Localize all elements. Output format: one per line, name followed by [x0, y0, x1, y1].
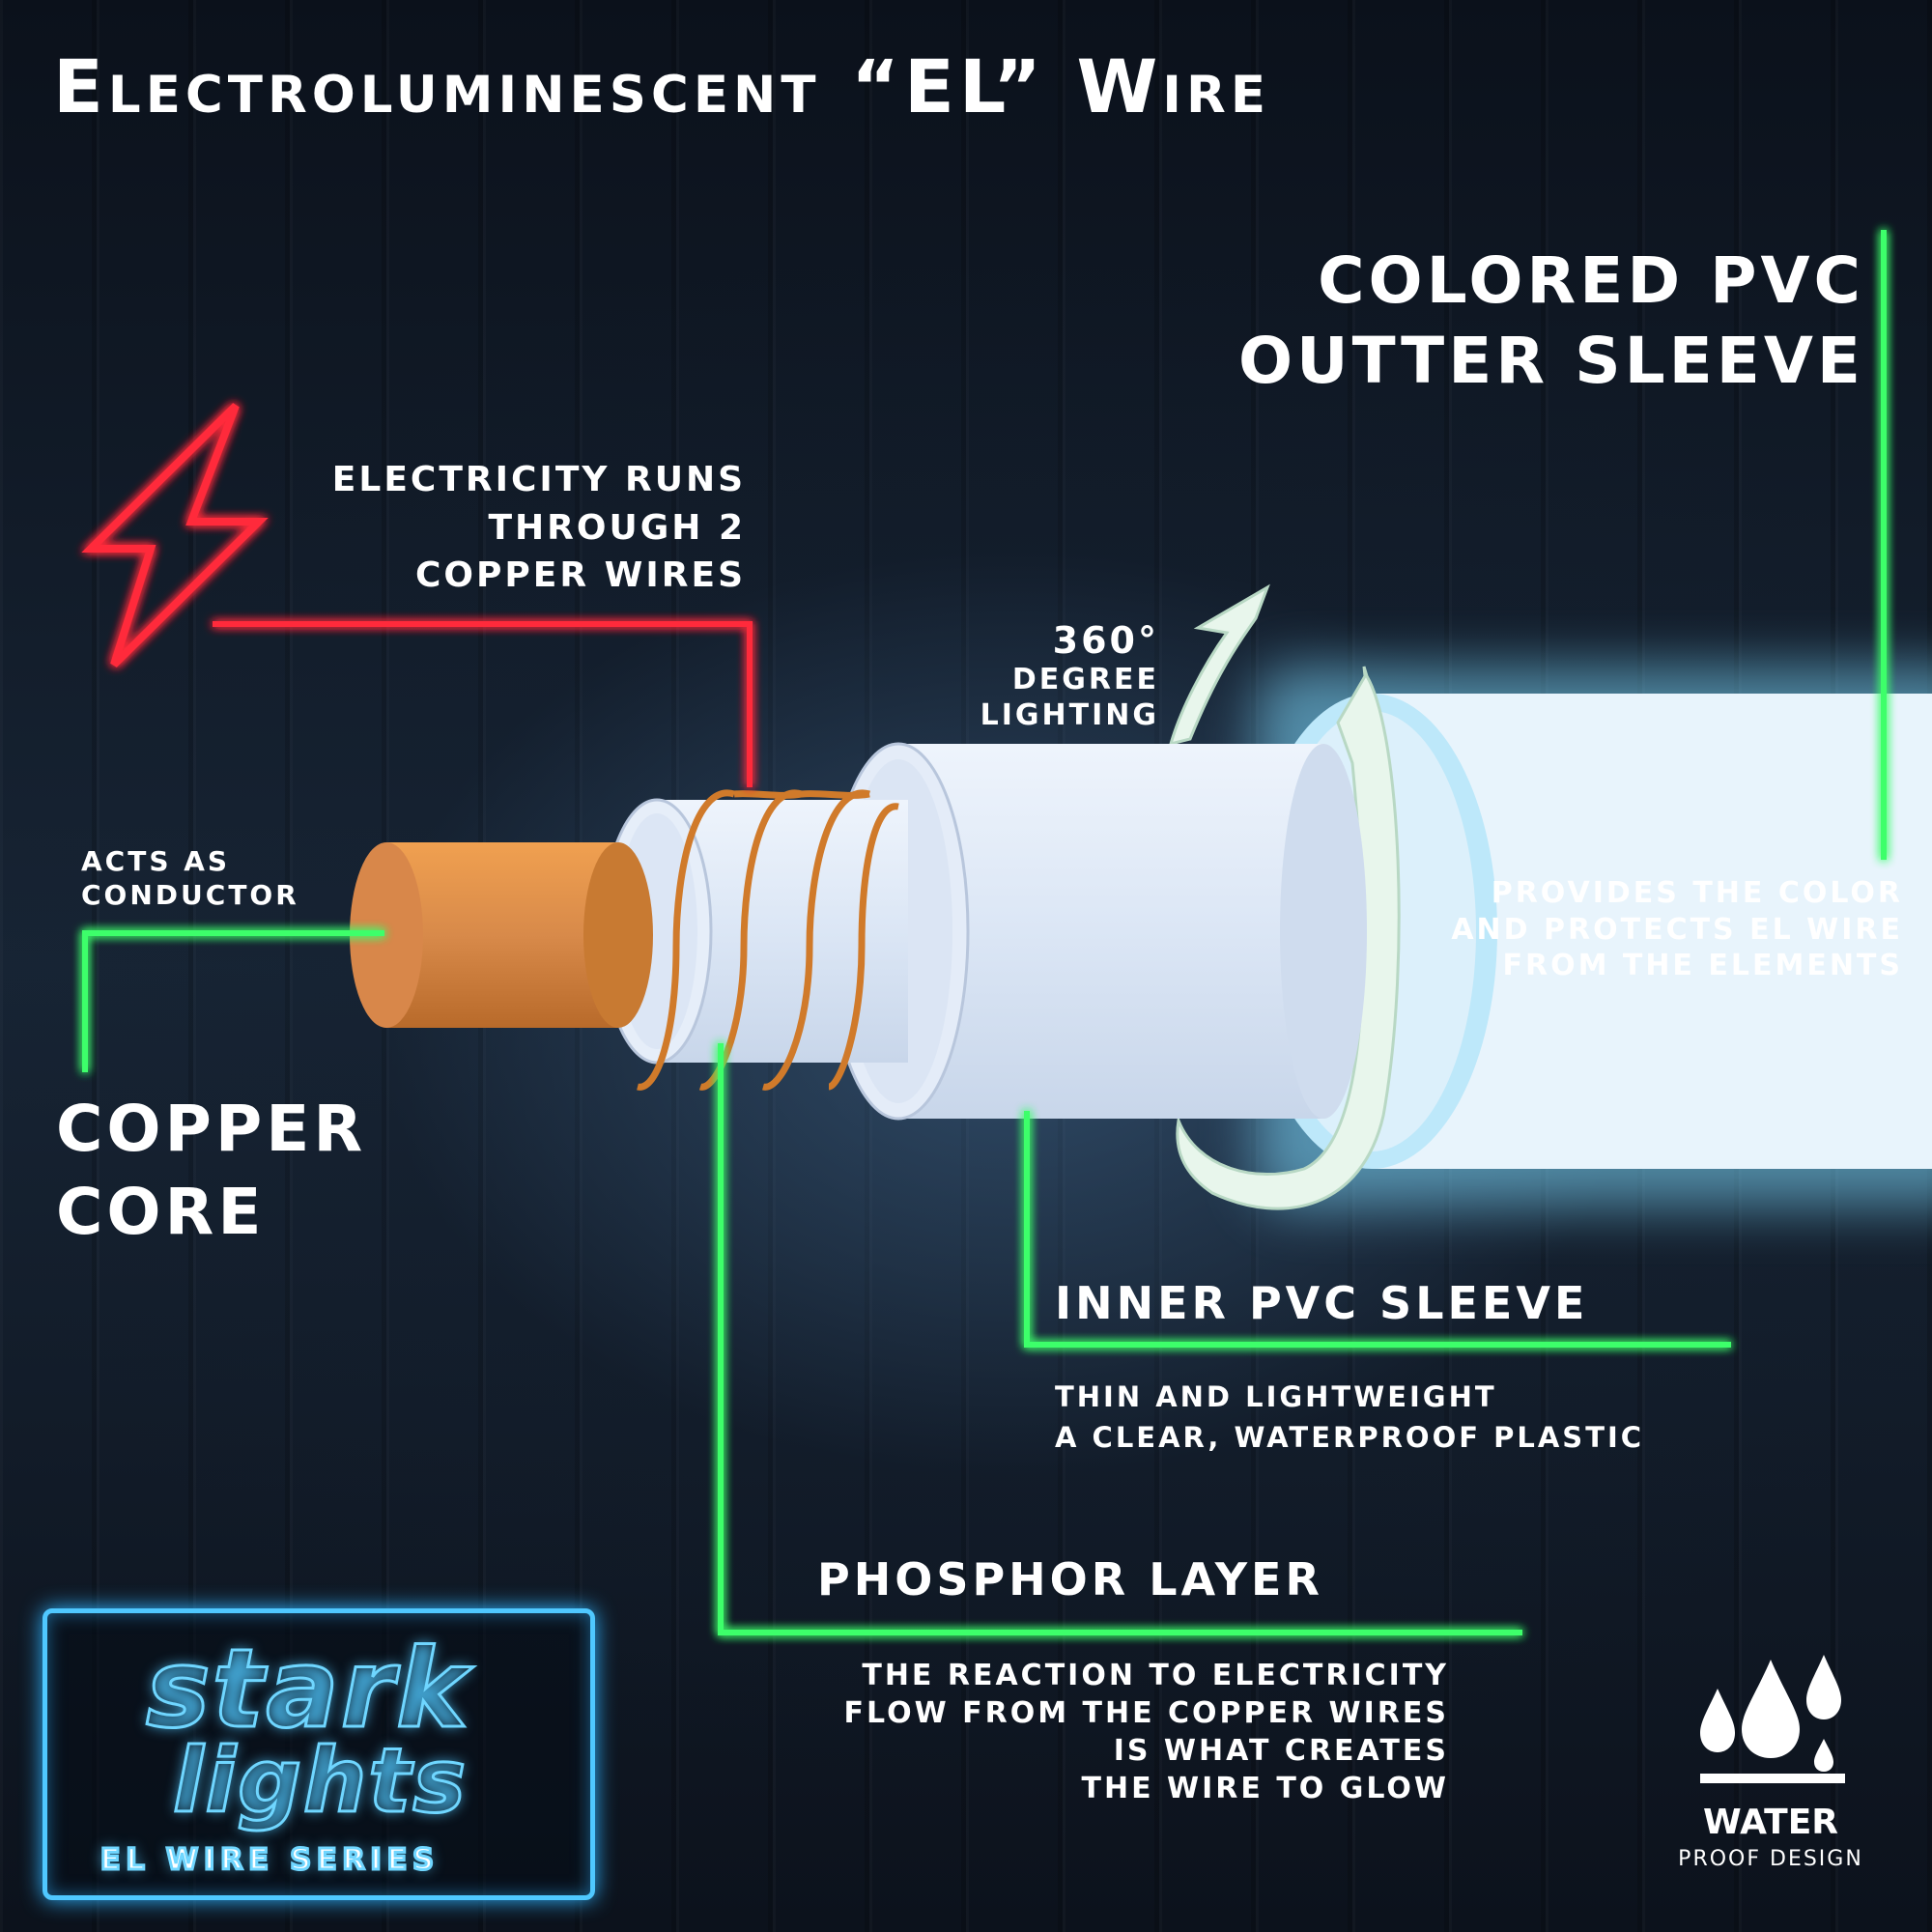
inner-pvc-desc-line2: A CLEAR, WATERPROOF PLASTIC	[1055, 1421, 1645, 1455]
inner-pvc-label: INNER PVC SLEEVE	[1055, 1277, 1589, 1329]
badge-line1: WATER	[1702, 1803, 1839, 1842]
electricity-line2: THROUGH 2	[488, 507, 746, 548]
copper-core-line2: CORE	[56, 1174, 266, 1249]
logo-word-lights: lights	[171, 1728, 469, 1834]
acts-as-line2: CONDUCTOR	[81, 879, 299, 911]
phosphor-desc-line3: IS WHAT CREATES	[1113, 1734, 1449, 1768]
degree-line1: 360°	[1052, 619, 1159, 662]
provides-line2: AND PROTECTS EL WIRE	[1451, 912, 1903, 947]
lightning-bolt-icon	[81, 403, 269, 668]
degree-label: 360° DEGREE LIGHTING	[980, 618, 1159, 734]
degree-line2: DEGREE	[1011, 663, 1159, 697]
logo-series: EL WIRE SERIES	[99, 1842, 440, 1879]
phosphor-label: PHOSPHOR LAYER	[817, 1553, 1323, 1605]
copper-wire-coils	[637, 789, 899, 1091]
copper-core-line1: COPPER	[56, 1092, 367, 1166]
leader-acts-as	[82, 930, 384, 1072]
electricity-line3: COPPER WIRES	[415, 555, 746, 596]
page-title: Electroluminescent “EL” Wire	[53, 43, 1271, 129]
leader-electricity	[213, 621, 753, 787]
copper-core-label: COPPER CORE	[56, 1088, 366, 1254]
leader-inner-pvc	[1024, 1111, 1731, 1348]
logo-word-stark: stark	[145, 1626, 470, 1754]
phosphor-desc-line4: THE WIRE TO GLOW	[1081, 1772, 1449, 1805]
stark-lights-logo: stark lights EL WIRE SERIES	[43, 1608, 595, 1900]
waterproof-badge: WATER PROOF DESIGN	[1669, 1650, 1872, 1882]
phosphor-desc: THE REACTION TO ELECTRICITY FLOW FROM TH…	[844, 1657, 1449, 1807]
rotation-arrow-icon	[1168, 583, 1401, 1210]
acts-as-label: ACTS AS CONDUCTOR	[81, 844, 299, 912]
degree-line3: LIGHTING	[980, 697, 1159, 732]
acts-as-line1: ACTS AS	[81, 845, 231, 877]
water-drops-icon	[1700, 1655, 1845, 1783]
colored-pvc-label: COLORED PVC OUTTER SLEEVE	[1238, 242, 1864, 401]
inner-pvc-desc: THIN AND LIGHTWEIGHT A CLEAR, WATERPROOF…	[1055, 1377, 1644, 1458]
provides-line1: PROVIDES THE COLOR	[1491, 876, 1903, 910]
electricity-line1: ELECTRICITY RUNS	[331, 460, 746, 499]
electricity-label: ELECTRICITY RUNS THROUGH 2 COPPER WIRES	[332, 456, 746, 600]
copper-core-cylinder	[350, 842, 653, 1028]
badge-line2: PROOF DESIGN	[1678, 1847, 1863, 1871]
phosphor-desc-line2: FLOW FROM THE COPPER WIRES	[843, 1696, 1449, 1730]
phosphor-desc-line1: THE REACTION TO ELECTRICITY	[862, 1659, 1449, 1692]
inner-pvc-sleeve	[827, 742, 1367, 1121]
leader-lines	[82, 230, 1887, 1635]
inner-pvc-desc-line1: THIN AND LIGHTWEIGHT	[1055, 1380, 1497, 1413]
colored-pvc-line1: COLORED PVC	[1318, 243, 1864, 318]
provides-line3: FROM THE ELEMENTS	[1502, 949, 1903, 982]
leader-phosphor	[718, 1043, 1522, 1635]
colored-pvc-line2: OUTTER SLEEVE	[1237, 323, 1864, 398]
provides-label: PROVIDES THE COLOR AND PROTECTS EL WIRE …	[1451, 875, 1903, 984]
